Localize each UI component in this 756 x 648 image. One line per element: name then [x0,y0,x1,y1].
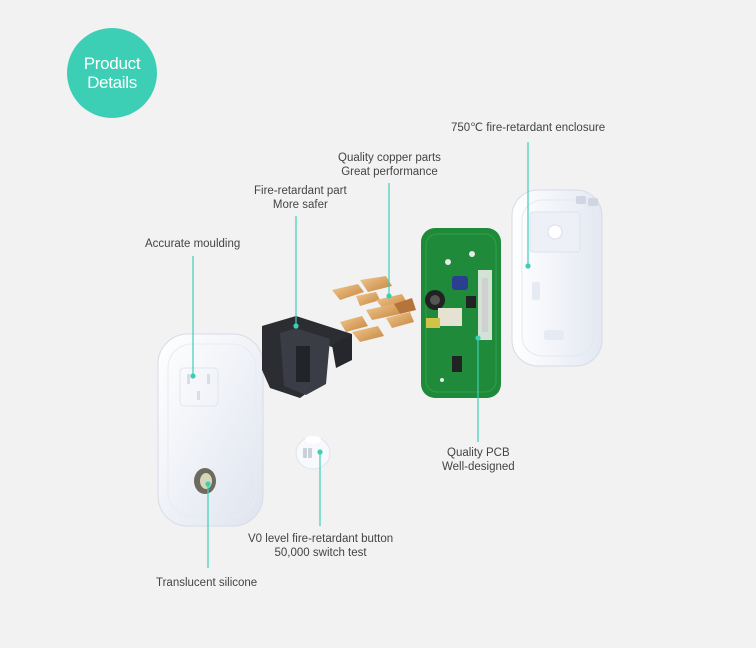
badge-line-1: Product [83,54,141,73]
back-enclosure [511,189,603,367]
label-moulding: Accurate moulding [145,238,241,250]
label-fire-retardant-part: Fire-retardant part More safer [254,185,347,211]
label-enclosure: 750℃ fire-retardant enclosure [451,122,606,134]
switch-button [295,436,331,470]
label-silicone: Translucent silicone [156,577,258,589]
leader-lines [190,142,531,568]
label-copper-parts: Quality copper parts Great performance [338,152,441,178]
badge-line-2: Details [87,73,137,92]
label-button: V0 level fire-retardant button 50,000 sw… [248,533,394,559]
fire-retardant-frame [262,316,352,398]
product-details-badge: Product Details [67,28,157,118]
pcb-board [421,228,501,398]
label-pcb: Quality PCB Well-designed [442,447,515,473]
copper-parts [332,276,416,342]
front-housing [157,333,264,527]
